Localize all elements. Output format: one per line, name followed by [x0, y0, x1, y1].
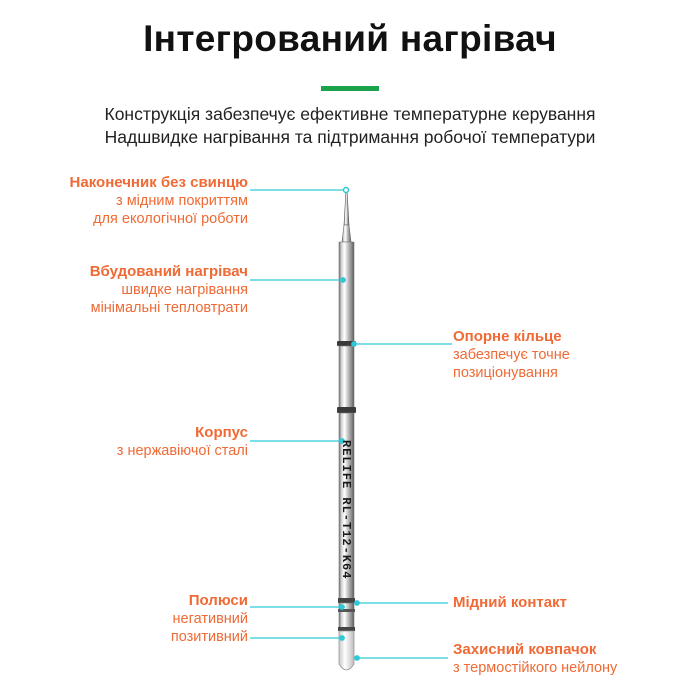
callout-body: Корпус з нержавіючої сталі — [117, 424, 248, 460]
callout-contact: Мідний контакт — [453, 594, 567, 612]
callout-ring: Опорне кільце забезпечує точне позиціону… — [453, 328, 570, 382]
callout-tip-line1: з мідним покриттям — [116, 193, 248, 209]
subtitle-line-2: Надшвидке нагрівання та підтримання робо… — [104, 127, 596, 147]
callout-cap-line1: з термостійкого нейлону — [453, 660, 618, 676]
callout-heater-title: Вбудований нагрівач — [89, 263, 248, 280]
callout-ring-title: Опорне кільце — [453, 328, 562, 345]
callout-tip-line2: для екологічної роботи — [93, 211, 248, 227]
callout-ring-line2: позиціонування — [453, 365, 558, 381]
callout-cap: Захисний ковпачок з термостійкого нейлон… — [453, 641, 617, 677]
page-title: Інтегрований нагрівач — [143, 18, 557, 59]
callout-tip-title: Наконечник без свинцю — [69, 174, 248, 191]
callout-cap-title: Захисний ковпачок — [453, 641, 597, 658]
callout-poles: Полюси негативний позитивний — [171, 592, 248, 646]
callout-poles-title: Полюси — [188, 592, 248, 609]
title-underline — [321, 86, 379, 91]
tip-brand-marking: RELIFE RL-T12-K64 — [339, 440, 353, 580]
soldering-tip — [337, 189, 356, 671]
leader-lines — [250, 186, 452, 661]
callout-poles-line1: негативний — [172, 611, 248, 627]
callout-ring-line1: забезпечує точне — [453, 347, 570, 363]
callout-tip: Наконечник без свинцю з мідним покриттям… — [70, 174, 248, 228]
callout-heater-line1: швидке нагрівання — [121, 282, 248, 298]
subtitle-line-1: Конструкція забезпечує ефективне темпера… — [104, 104, 596, 124]
callout-body-line1: з нержавіючої сталі — [116, 443, 248, 459]
callout-contact-title: Мідний контакт — [453, 594, 567, 611]
callout-poles-line2: позитивний — [170, 629, 248, 645]
callout-body-title: Корпус — [195, 424, 248, 441]
callout-heater: Вбудований нагрівач швидке нагрівання мі… — [90, 263, 248, 317]
callout-heater-line2: мінімальні тепловтрати — [90, 300, 248, 316]
